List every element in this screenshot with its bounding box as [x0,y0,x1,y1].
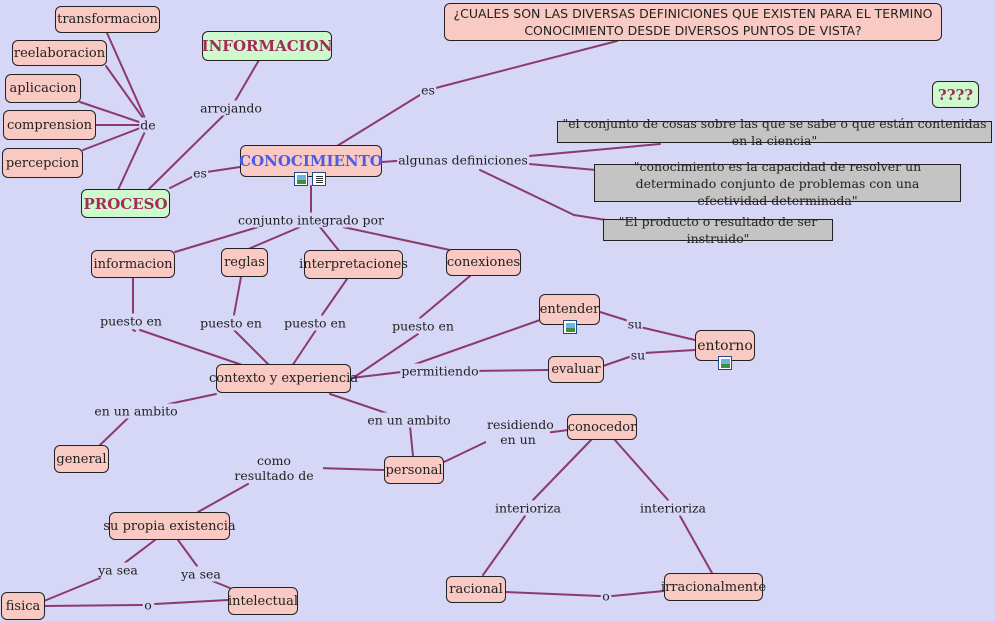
link-label-conjunto-integrado: conjunto integrado por [237,212,385,228]
node-percepcion[interactable]: percepcion [2,148,83,178]
link-label-permitiendo: permitiendo [400,363,480,379]
image-icon[interactable] [563,320,577,334]
node-evaluar[interactable]: evaluar [548,356,604,383]
node-unknown[interactable]: ???? [932,81,979,108]
link-label-en-un-ambito: en un ambito [366,412,452,428]
link-label-puesto-en: puesto en [283,315,347,331]
node-su-propia-existencia[interactable]: su propia existencia [103,512,236,540]
node-definition-2[interactable]: "conocimiento es la capacidad de resolve… [594,159,961,208]
node-transformacion[interactable]: transformacion [55,6,160,33]
node-proceso[interactable]: PROCESO [81,189,170,218]
node-fisica[interactable]: fisica [1,592,45,620]
node-informacion[interactable]: informacion [91,250,175,278]
node-conocedor[interactable]: conocedor [567,414,637,440]
link-label-puesto-en: puesto en [391,318,455,334]
link-label-su: su [629,347,647,363]
link-label-o: o [601,588,611,604]
link-label-puesto-en: puesto en [199,315,263,331]
node-reelaboracion[interactable]: reelaboracion [12,40,107,66]
link-label-como-resultado: como resultado de [225,453,323,483]
node-reglas[interactable]: reglas [221,248,268,277]
link-label-residiendo: residiendo en un [486,417,554,447]
link-label-es: es [192,165,208,181]
node-conocimiento[interactable]: CONOCIMIENTO [239,145,383,177]
node-definition-3[interactable]: "El producto o resultado de ser instruid… [603,214,833,246]
node-general[interactable]: general [54,445,109,473]
node-irracionalmente[interactable]: irracionalmente [661,573,766,601]
node-aplicacion[interactable]: aplicacion [5,74,81,103]
node-informacion-top[interactable]: INFORMACION [202,31,332,61]
link-label-ya-sea: ya sea [180,566,222,582]
link-label-o: o [143,597,153,613]
link-label-arrojando: arrojando [199,100,263,116]
node-interpretaciones[interactable]: interpretaciones [299,250,408,279]
node-racional[interactable]: racional [446,576,506,603]
node-personal[interactable]: personal [384,456,444,484]
link-label-en-un-ambito: en un ambito [93,403,179,419]
link-label-de: de [139,117,157,133]
node-entorno[interactable]: entorno [695,330,755,361]
link-label-ya-sea: ya sea [97,562,139,578]
document-icon[interactable] [312,172,326,186]
node-definition-1[interactable]: "el conjunto de cosas sobre las que se s… [557,116,992,148]
image-icon[interactable] [294,172,308,186]
link-label-puesto-en: puesto en [99,313,163,329]
node-entender[interactable]: entender [539,294,600,325]
link-label-interioriza: interioriza [639,500,707,516]
link-label-algunas-definiciones: algunas definiciones [397,152,529,168]
node-conexiones[interactable]: conexiones [446,249,521,276]
link-label-interioriza: interioriza [494,500,562,516]
link-label-es: es [420,82,436,98]
node-comprension[interactable]: comprension [3,110,96,140]
node-question[interactable]: ¿CUALES SON LAS DIVERSAS DEFINICIONES QU… [444,3,942,41]
image-icon[interactable] [718,356,732,370]
node-contexto-experiencia[interactable]: contexto y experiencia [209,364,358,393]
node-intelectual[interactable]: intelectual [228,587,298,615]
link-label-su: su [626,316,644,332]
